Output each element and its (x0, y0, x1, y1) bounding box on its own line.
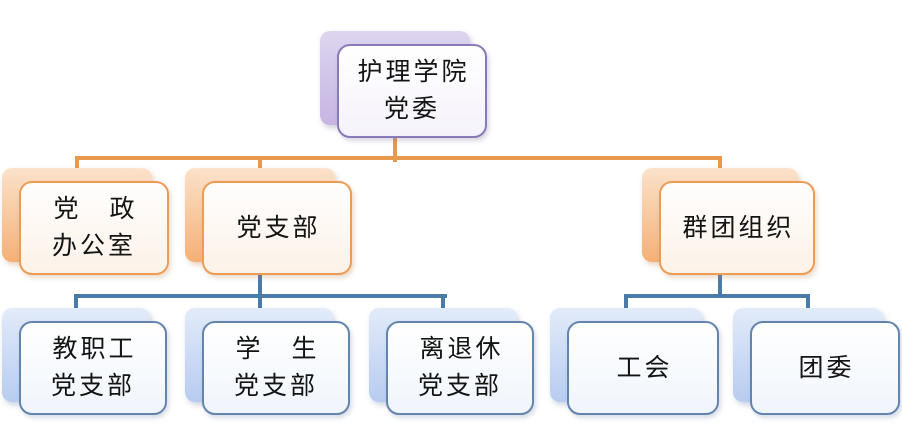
node-label: 党支部 (236, 214, 321, 242)
node-front-panel: 离退休 党支部 (386, 321, 534, 415)
connector-mass-stem (718, 266, 722, 298)
connector-branches-drop-3 (441, 294, 445, 320)
node-label: 团委 (798, 354, 855, 382)
node-label: 党 政 办公室 (51, 196, 138, 260)
node-front-panel: 教职工 党支部 (19, 321, 167, 415)
node-front-panel: 团委 (750, 321, 900, 415)
node-front-panel: 学 生 党支部 (202, 321, 350, 415)
connector-mass-bus (624, 294, 810, 298)
node-label: 群团组织 (682, 214, 795, 242)
connector-l1-stem (393, 128, 397, 162)
node-label: 工会 (616, 354, 673, 382)
connector-branches-drop-1 (74, 294, 78, 320)
node-front-panel: 护理学院 党委 (337, 44, 487, 138)
node-label: 学 生 党支部 (233, 336, 320, 400)
node-label: 护理学院 党委 (357, 59, 470, 123)
node-front-panel: 群团组织 (659, 181, 815, 275)
connector-branches-stem (258, 266, 262, 298)
connector-mass-drop-2 (806, 294, 810, 320)
node-label: 离退休 党支部 (417, 336, 504, 400)
connector-l1-bus (75, 156, 722, 160)
node-label: 教职工 党支部 (50, 336, 137, 400)
node-front-panel: 党支部 (202, 181, 352, 275)
connector-mass-drop-1 (624, 294, 628, 320)
node-front-panel: 党 政 办公室 (19, 181, 169, 275)
node-front-panel: 工会 (567, 321, 719, 415)
connector-branches-drop-2 (258, 294, 262, 320)
